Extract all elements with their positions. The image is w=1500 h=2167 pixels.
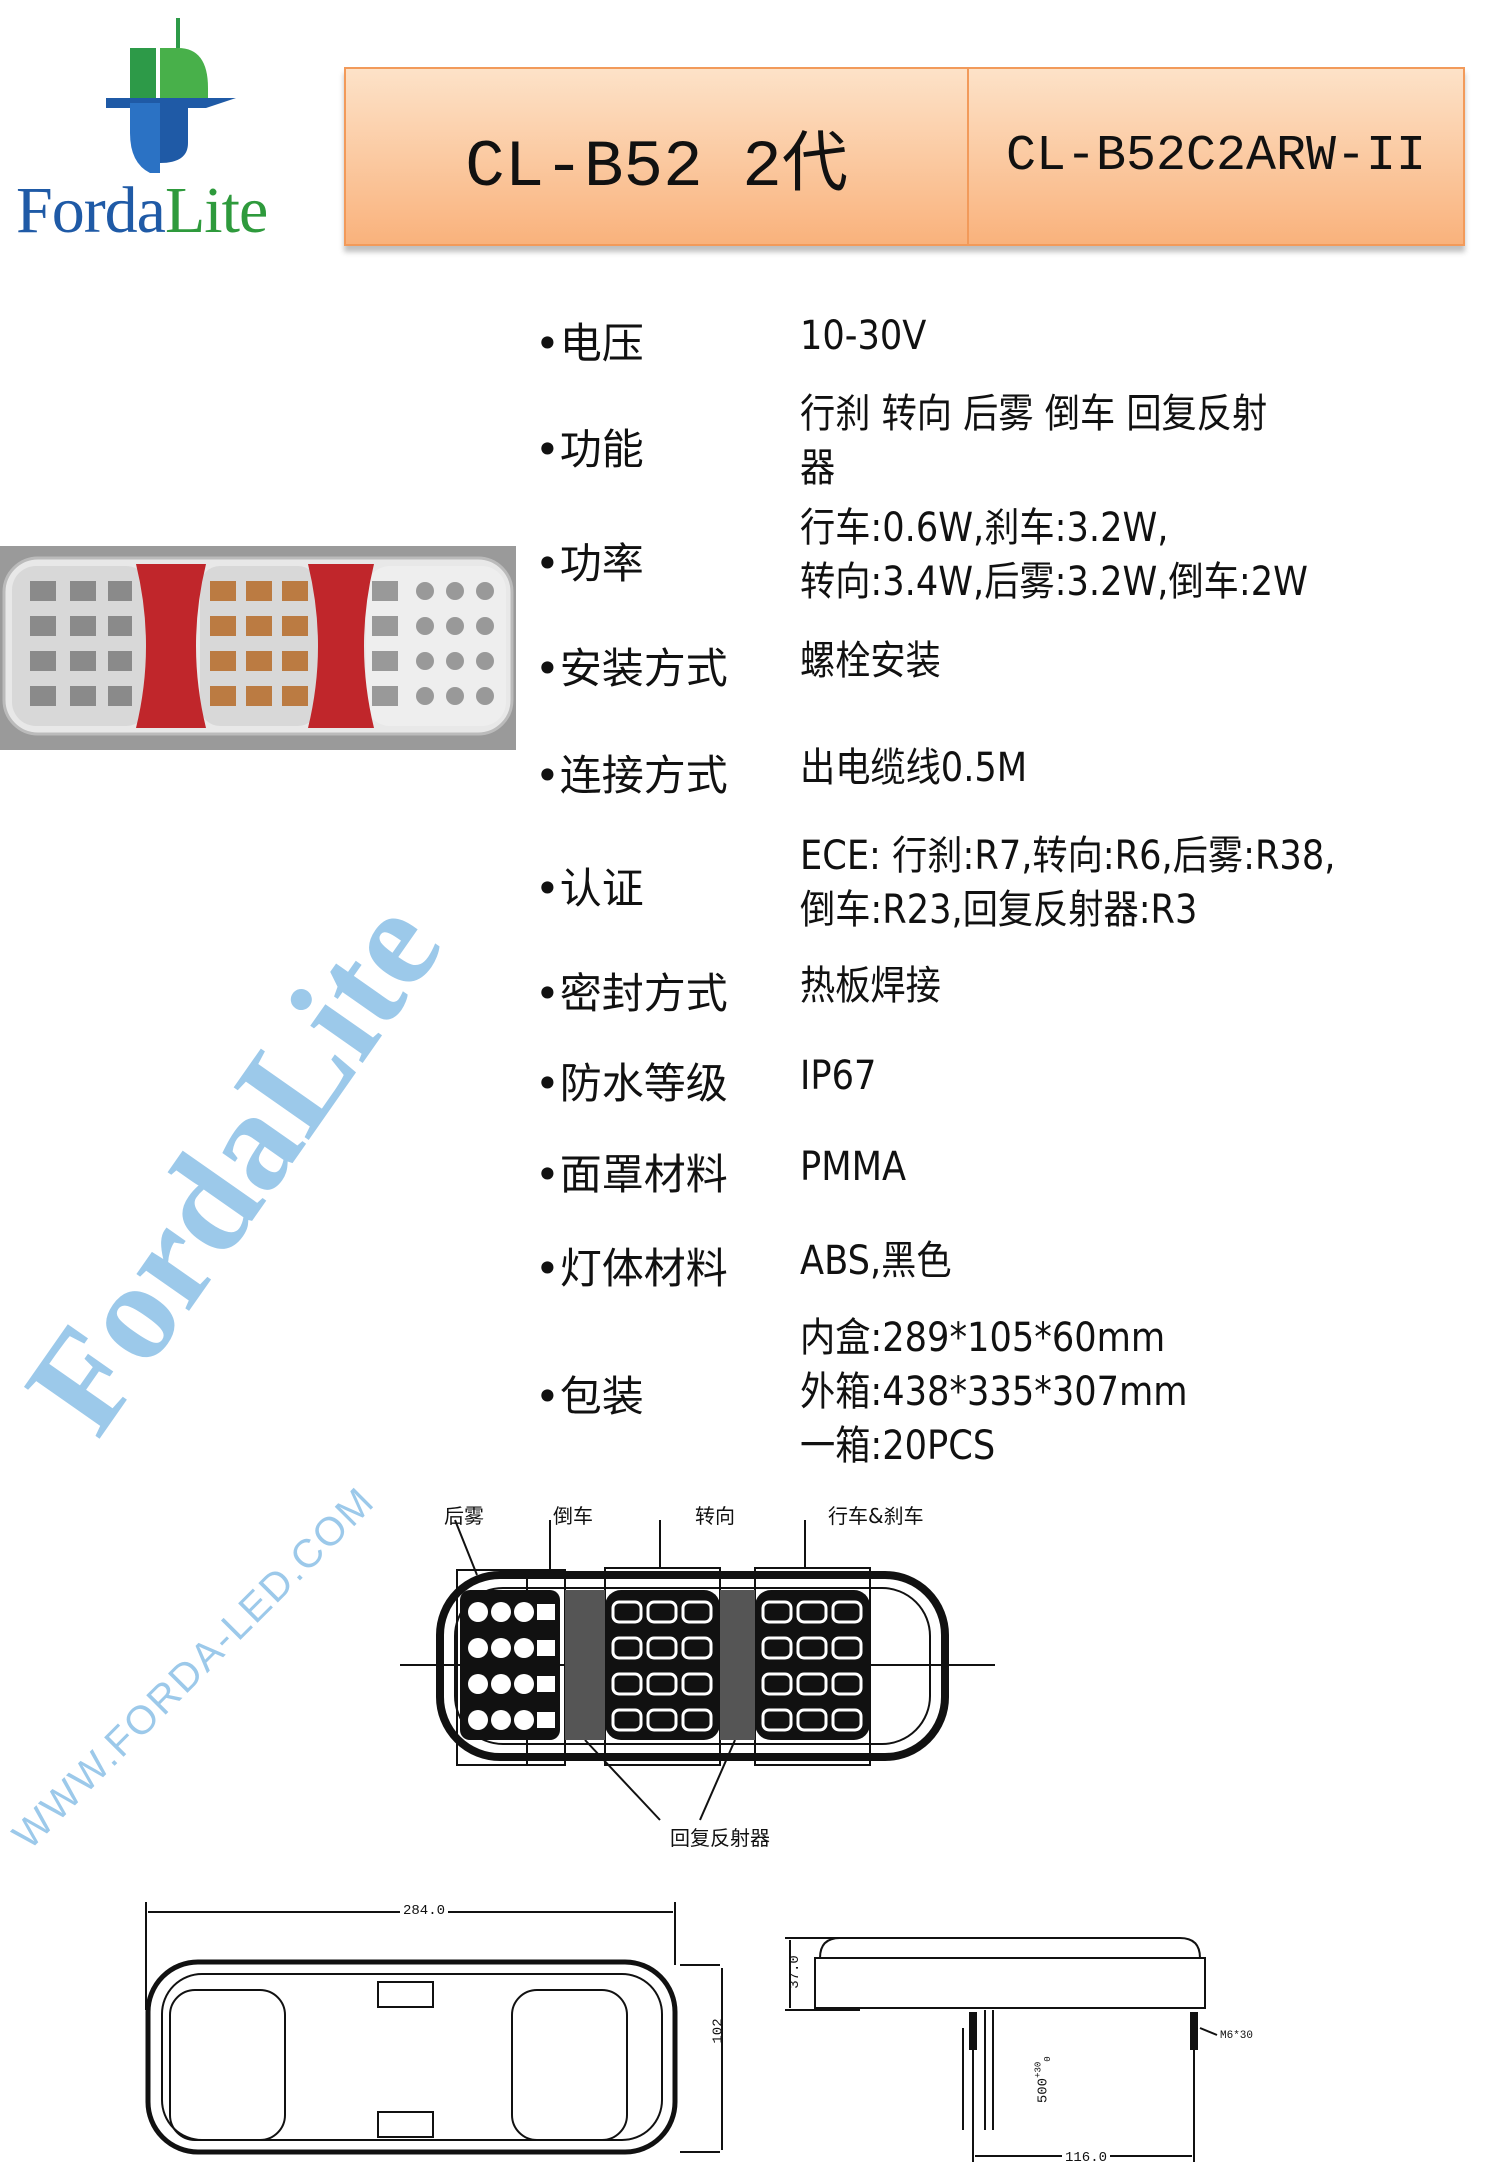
spec-value: 内盒:289*105*60mm 外箱:438*335*307mm 一箱:20PC… — [800, 1315, 1188, 1469]
fordalite-logo: FordaLite — [10, 8, 330, 248]
dim-height: 102 — [710, 2018, 727, 2044]
label-reverse: 倒车 — [553, 1504, 593, 1528]
spec-label: •灯体材料 — [535, 1244, 728, 1293]
dim-cable-tol-low: 0 — [1043, 2056, 1054, 2062]
dim-depth: 37.0 — [786, 1955, 803, 1989]
watermark-brand: FordaLite — [0, 873, 471, 1460]
dim-cable-tol: +30 — [1033, 2061, 1044, 2078]
product-header: CL-B52 2代 CL-B52C2ARW-II — [344, 67, 1465, 246]
spec-value: 出电缆线0.5M — [800, 745, 1028, 791]
dim-cable: 500+300 — [1034, 2056, 1053, 2103]
dim-cable-length: 500 — [1035, 2077, 1052, 2104]
spec-value: 热板焊接 — [800, 963, 941, 1009]
spec-value: ABS,黑色 — [800, 1238, 952, 1284]
logo-text-forda: Forda — [16, 174, 166, 247]
product-model: CL-B52 2代 — [346, 69, 969, 244]
spec-label: •面罩材料 — [535, 1150, 728, 1199]
spec-value: PMMA — [800, 1144, 907, 1190]
spec-label: •密封方式 — [535, 969, 728, 1018]
cross-logo-icon — [106, 18, 236, 173]
back-view-drawing — [145, 1902, 723, 2155]
spec-value: 10-30V — [800, 313, 927, 359]
spec-label: •连接方式 — [535, 751, 728, 800]
label-reflector: 回复反射器 — [670, 1826, 770, 1850]
spec-value: ECE: 行刹:R7,转向:R6,后雾:R38, 倒车:R23,回复反射器:R3 — [800, 833, 1336, 933]
watermark-url: WWW.FORDA-LED.COM — [4, 1478, 384, 1858]
spec-label: •电压 — [535, 319, 644, 368]
logo-wordmark: FordaLite — [16, 173, 268, 249]
dim-bolt: M6*30 — [1220, 2030, 1254, 2042]
label-tail-brake: 行车&刹车 — [828, 1504, 924, 1528]
dim-width: 284.0 — [400, 1903, 449, 1919]
spec-label: •功能 — [535, 425, 644, 474]
spec-value: IP67 — [800, 1053, 877, 1099]
front-view-diagram — [400, 1519, 995, 1821]
side-view-drawing — [785, 1937, 1218, 2162]
dim-bolt-spacing: 116.0 — [1062, 2150, 1111, 2166]
spec-label: •安装方式 — [535, 644, 728, 693]
label-rear-fog: 后雾 — [444, 1504, 484, 1528]
spec-label: •功率 — [535, 539, 644, 588]
spec-value: 螺栓安装 — [800, 638, 941, 684]
spec-value: 行刹 转向 后雾 倒车 回复反射 器 — [800, 391, 1268, 491]
label-turn: 转向 — [695, 1504, 735, 1528]
logo-text-lite: Lite — [164, 174, 268, 247]
product-photo — [0, 546, 516, 750]
spec-label: •认证 — [535, 864, 644, 913]
spec-label: •包装 — [535, 1372, 644, 1421]
spec-label: •防水等级 — [535, 1059, 728, 1108]
product-code: CL-B52C2ARW-II — [1005, 128, 1427, 185]
spec-value: 行车:0.6W,刹车:3.2W, 转向:3.4W,后雾:3.2W,倒车:2W — [800, 505, 1308, 605]
